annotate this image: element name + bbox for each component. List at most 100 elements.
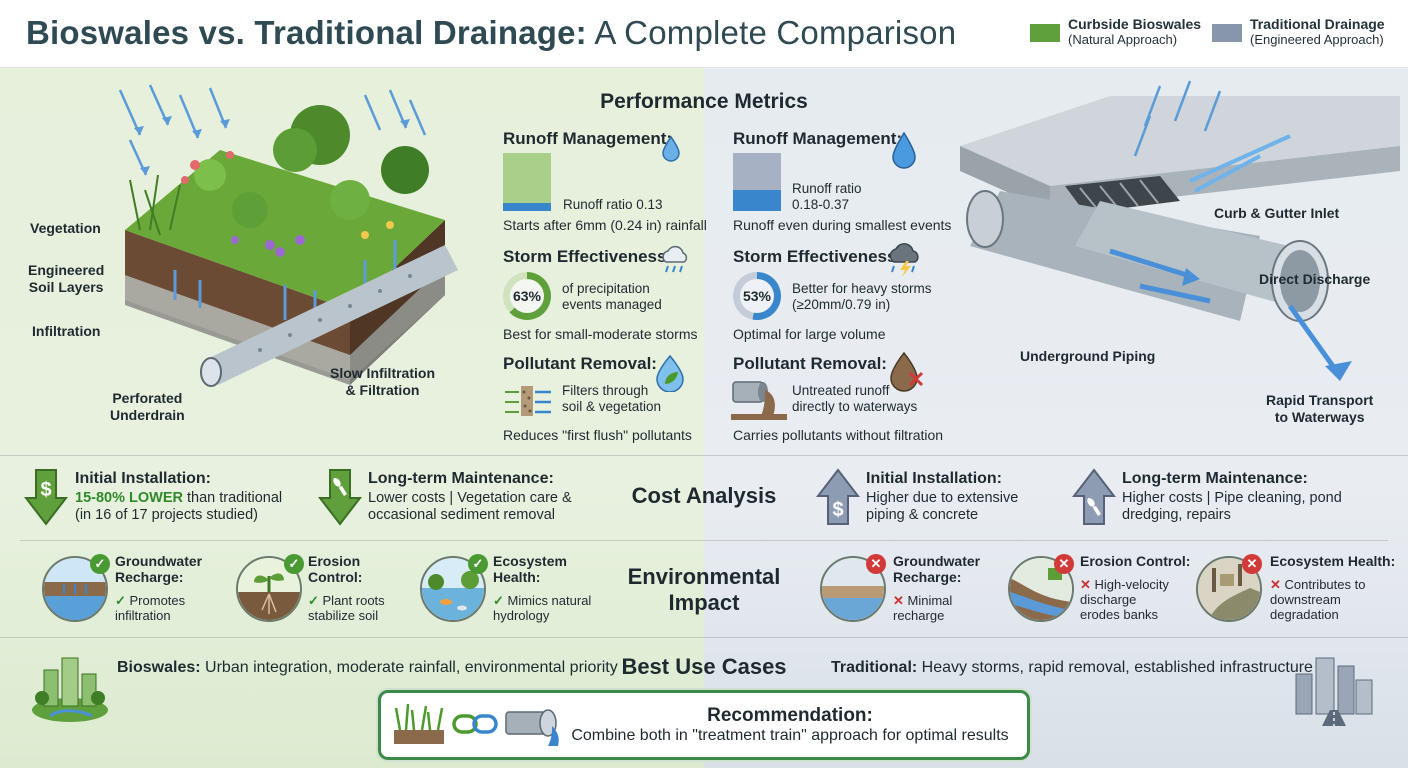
traditional-pollutant-foot: Carries pollutants without filtration xyxy=(733,427,944,443)
down-arrow-wrench-icon xyxy=(318,469,362,526)
title-rest: A Complete Comparison xyxy=(586,14,957,51)
label-slow-infiltration: Slow Infiltration & Filtration xyxy=(330,365,435,398)
legend-label: Curbside Bioswales xyxy=(1068,16,1202,32)
bioswale-runoff-text: Runoff ratio 0.13 xyxy=(563,197,663,212)
cross-badge-icon: ✕ xyxy=(866,554,886,574)
runoff-fill xyxy=(503,203,551,211)
legend-sub: (Engineered Approach) xyxy=(1250,32,1384,47)
divider xyxy=(0,637,1408,638)
traditional-storm-head: Storm Effectiveness: xyxy=(733,247,903,266)
env-head: Erosion Control: xyxy=(308,553,363,585)
recommendation-box xyxy=(378,690,1030,760)
eroded-bank-icon xyxy=(1008,556,1074,622)
env-head: Ecosystem Health: xyxy=(493,553,567,585)
check-badge-icon: ✓ xyxy=(90,554,110,574)
traditional-runoff-foot: Runoff even during smallest events xyxy=(733,217,952,233)
traditional-runoff-text: Runoff ratio 0.18-0.37 xyxy=(792,181,862,212)
bioswale-storm-donut: 63% xyxy=(503,272,551,320)
label-rapid-transport: Rapid Transport to Waterways xyxy=(1266,392,1374,425)
recommendation-title: Recommendation: xyxy=(707,705,873,726)
rain-icon xyxy=(118,84,427,176)
legend-label: Traditional Drainage xyxy=(1250,16,1385,32)
bioswale-install-text: 15-80% LOWER than traditional xyxy=(75,490,282,507)
env-erosion-bio: ✓ xyxy=(236,554,304,622)
bioswale-storm-head: Storm Effectiveness: xyxy=(503,247,673,266)
bioswale-maint-head: Long-term Maintenance: xyxy=(368,470,554,487)
green-city-icon xyxy=(32,657,108,722)
legend-traditional: Traditional Drainage(Engineered Approach… xyxy=(1212,16,1385,47)
legend-sub: (Natural Approach) xyxy=(1068,32,1178,47)
legend-swatch-gray xyxy=(1212,24,1242,42)
legend-bioswales: Curbside Bioswales(Natural Approach) xyxy=(1030,16,1201,47)
env-ecosystem-bio: ✓ xyxy=(420,554,488,622)
install-accent: 15-80% LOWER xyxy=(75,490,183,506)
environment-title: Environmental Impact xyxy=(627,564,781,615)
bioswale-storm-text: of precipitation events managed xyxy=(562,281,662,312)
label-underdrain: Perforated Underdrain xyxy=(110,390,185,423)
traditional-storm-foot: Optimal for large volume xyxy=(733,326,886,342)
env-text: ✓ Plant roots stabilize soil xyxy=(308,593,385,623)
traditional-runoff-bar xyxy=(733,153,781,211)
env-text: ✕ Contributes to downstream degradation xyxy=(1270,577,1366,622)
ecosystem-icon xyxy=(420,556,486,622)
label-direct-discharge: Direct Discharge xyxy=(1259,271,1371,287)
recommendation-text: Combine both in "treatment train" approa… xyxy=(571,727,1009,744)
outfall-pipe-icon xyxy=(731,381,787,420)
label-infiltration: Infiltration xyxy=(32,323,101,339)
env-text: ✓ Mimics natural hydrology xyxy=(493,593,592,623)
bioswale-storm-foot: Best for small-moderate storms xyxy=(503,326,698,342)
underground-pipe-icon xyxy=(966,190,1329,322)
water-drop-icon xyxy=(892,131,916,169)
bioswale-install-head: Initial Installation: xyxy=(75,470,212,487)
traditional-illustration xyxy=(960,80,1400,381)
donut-label: 53% xyxy=(740,279,774,313)
env-head: Ecosystem Health: xyxy=(1270,553,1396,569)
degraded-stream-icon xyxy=(1196,556,1262,622)
divider xyxy=(20,540,1388,541)
up-arrow-dollar-icon: $ xyxy=(816,468,860,525)
svg-text:$: $ xyxy=(40,479,51,501)
check-badge-icon: ✓ xyxy=(468,554,488,574)
env-head: Groundwater Recharge: xyxy=(893,553,981,585)
vegetation-icon xyxy=(129,105,429,257)
divider xyxy=(0,455,1408,456)
env-erosion-trad: ✕ xyxy=(1008,554,1074,622)
curb-inlet-grate-icon xyxy=(1065,176,1180,213)
filter-arrows-icon xyxy=(505,386,551,416)
cost-title: Cost Analysis xyxy=(631,483,777,508)
traditional-runoff-head: Runoff Management: xyxy=(733,129,903,148)
title-bold: Bioswales vs. Traditional Drainage: xyxy=(26,14,587,51)
link-chain-icon xyxy=(452,714,498,734)
water-drop-icon xyxy=(662,135,680,162)
down-arrow-dollar-icon: $ xyxy=(24,469,68,526)
storm-cloud-icon xyxy=(889,243,919,277)
label-curb-inlet: Curb & Gutter Inlet xyxy=(1214,205,1340,221)
underdrain-pipe-icon xyxy=(200,245,458,387)
polluted-drop-icon xyxy=(890,351,924,392)
env-head: Groundwater Recharge: xyxy=(115,553,203,585)
bioswale-illustration xyxy=(118,84,458,387)
cross-badge-icon: ✕ xyxy=(1054,554,1074,574)
bioswale-runoff-foot: Starts after 6mm (0.24 in) rainfall xyxy=(503,217,707,233)
bioswale-pollutant-head: Pollutant Removal: xyxy=(503,354,657,373)
page-title: Bioswales vs. Traditional Drainage: A Co… xyxy=(26,14,956,52)
env-groundwater-bio: ✓ xyxy=(42,554,110,622)
header xyxy=(0,0,1408,68)
grey-city-icon xyxy=(1295,657,1373,726)
donut-label: 63% xyxy=(510,279,544,313)
legend-swatch-green xyxy=(1030,24,1060,42)
traditional-use-case: Traditional: Heavy storms, rapid removal… xyxy=(831,659,1313,676)
check-badge-icon: ✓ xyxy=(284,554,304,574)
env-ecosystem-trad: ✕ xyxy=(1196,554,1262,622)
cross-badge-icon: ✕ xyxy=(1242,554,1262,574)
env-text: ✓ Promotes infiltration xyxy=(115,593,186,623)
use-cases-title: Best Use Cases xyxy=(621,654,787,679)
traditional-storm-text: Better for heavy storms (≥20mm/0.79 in) xyxy=(792,281,932,312)
bioswale-runoff-bar xyxy=(503,153,551,211)
traditional-pollutant-text: Untreated runoff directly to waterways xyxy=(792,383,918,414)
traditional-pollutant-head: Pollutant Removal: xyxy=(733,354,887,373)
bioswale-maint-text: Lower costs | Vegetation care & occasion… xyxy=(368,490,572,523)
traditional-maint-head: Long-term Maintenance: xyxy=(1122,470,1308,487)
bioswale-install-line2: (in 16 of 17 projects studied) xyxy=(75,507,258,523)
label-vegetation: Vegetation xyxy=(30,220,101,236)
